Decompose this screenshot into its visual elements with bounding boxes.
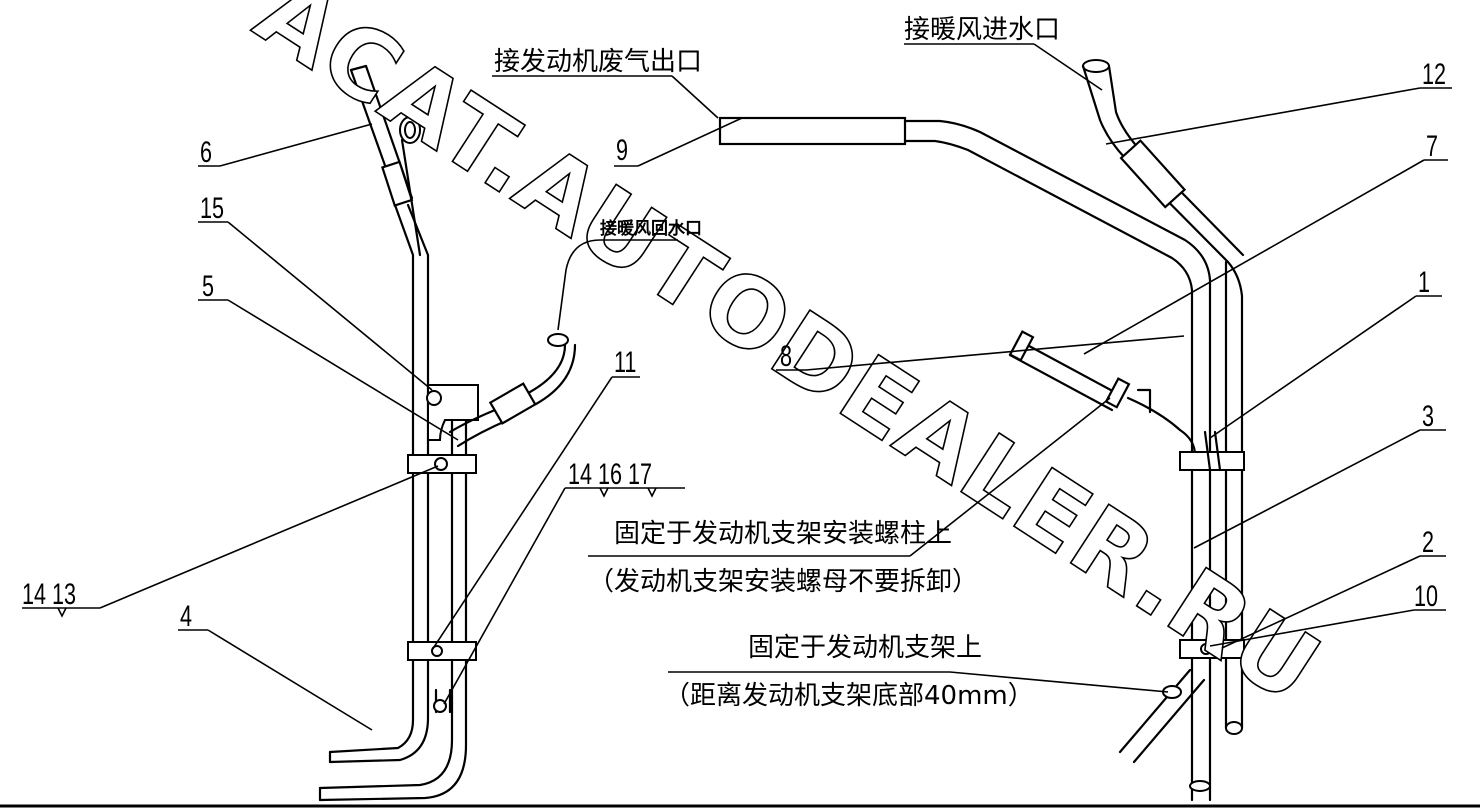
label-9: 9 (616, 132, 628, 166)
annotation-fix-bracket-note: （距离发动机支架底部40mm） (664, 681, 1034, 711)
label-14-13: 14 13 (22, 576, 76, 610)
annotation-fix-stud-note: （发动机支架安装螺母不要拆卸） (588, 567, 978, 597)
annotation-heater-return: 接暖风回水口 (600, 218, 702, 239)
annotation-heater-inlet: 接暖风进水口 (904, 15, 1060, 45)
label-5: 5 (202, 268, 214, 302)
right-pipe-group (718, 59, 1245, 802)
label-2: 2 (1422, 524, 1434, 558)
label-6: 6 (200, 134, 212, 168)
annotation-fix-stud: 固定于发动机支架安装螺柱上 (614, 519, 952, 549)
label-1: 1 (1418, 264, 1430, 298)
label-12: 12 (1422, 56, 1446, 90)
label-14-16-17: 14 16 17 (568, 456, 652, 490)
left-pipe-group (318, 63, 577, 802)
label-4: 4 (180, 598, 192, 632)
label-7: 7 (1426, 128, 1438, 162)
label-8: 8 (780, 338, 792, 372)
label-10: 10 (1414, 578, 1438, 612)
leader-lines (22, 43, 1452, 731)
label-15: 15 (200, 190, 224, 224)
annotation-fix-bracket: 固定于发动机支架上 (748, 633, 982, 663)
annotations: 接发动机废气出口 接暖风进水口 接暖风回水口 固定于发动机支架安装螺柱上 （发动… (494, 15, 1060, 711)
annotation-exhaust-outlet: 接发动机废气出口 (494, 47, 702, 77)
part-labels: 6 15 5 14 13 4 11 14 16 17 9 12 7 8 1 3 … (22, 56, 1446, 632)
label-3: 3 (1422, 398, 1434, 432)
label-11: 11 (614, 344, 636, 378)
